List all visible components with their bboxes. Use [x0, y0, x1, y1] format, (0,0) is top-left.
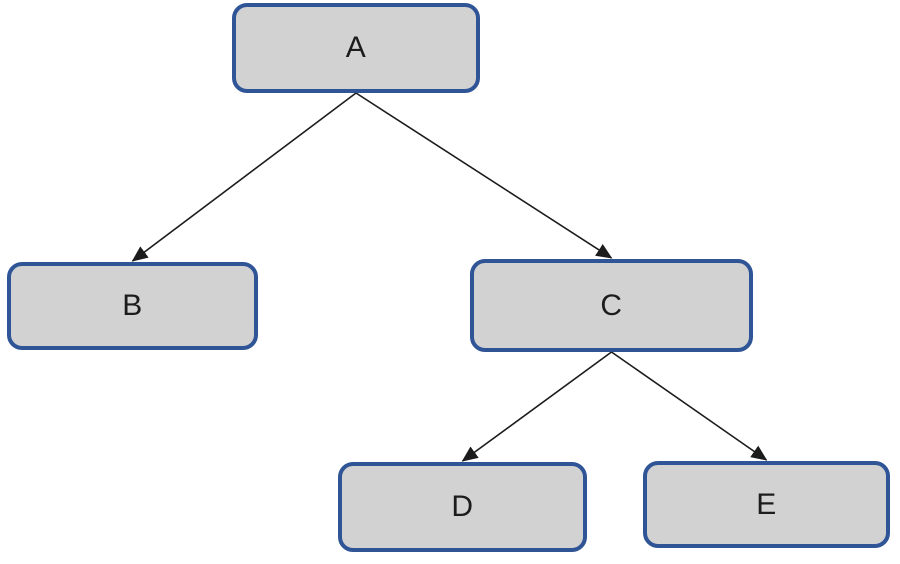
node-label: B	[122, 289, 143, 322]
node-label: D	[451, 490, 474, 523]
edge-a-to-b	[131, 92, 357, 262]
node-label: C	[600, 288, 623, 322]
edge-c-to-d	[461, 351, 612, 462]
edge-a-to-c	[355, 92, 613, 259]
tree-node-b: B	[7, 262, 258, 350]
node-label: E	[756, 487, 777, 521]
tree-node-a: A	[232, 3, 480, 93]
edge-c-to-e	[611, 351, 768, 461]
tree-node-c: C	[470, 259, 753, 352]
node-label: A	[345, 31, 367, 64]
tree-node-e: E	[643, 461, 890, 548]
tree-node-d: D	[338, 462, 587, 552]
